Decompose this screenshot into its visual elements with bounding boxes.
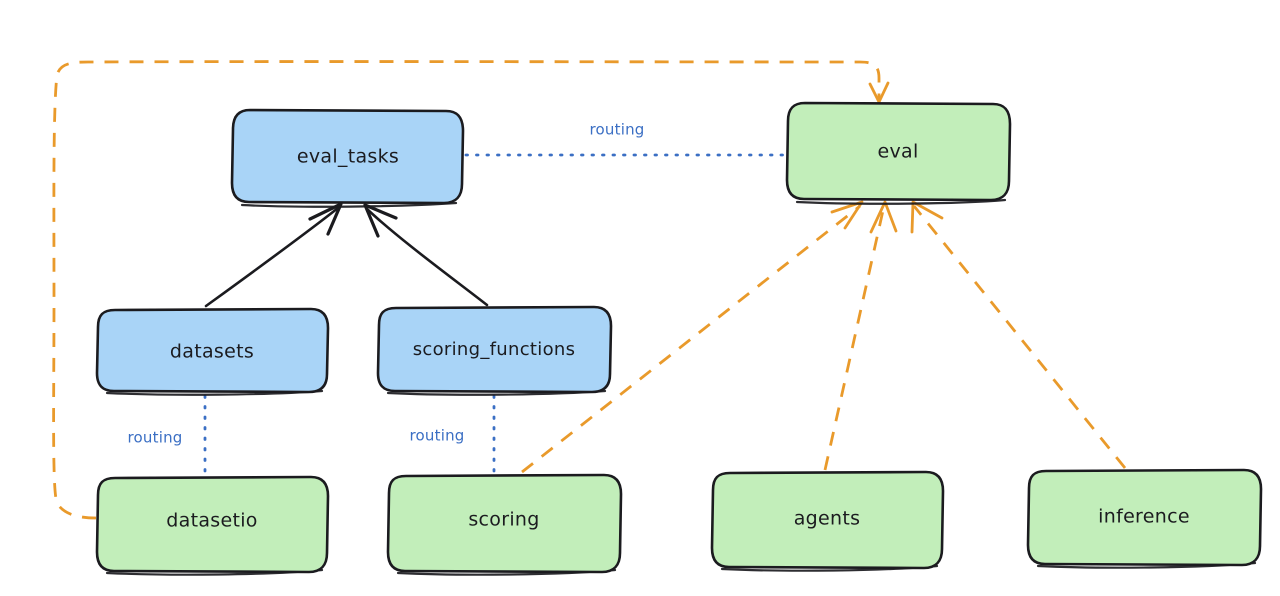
arrowhead-inference-eval xyxy=(910,200,944,234)
node-inference-box xyxy=(1026,468,1263,567)
node-scoring-functions-box xyxy=(376,305,613,394)
arrowhead-datasets-eval-tasks xyxy=(308,202,343,236)
edge-path-datasets-eval-tasks xyxy=(204,206,340,308)
node-datasetio-label: datasetio xyxy=(166,510,257,532)
edge-label-routing-datasets: routing xyxy=(128,429,183,447)
node-datasetio-box xyxy=(95,475,330,574)
node-scoring-label: scoring xyxy=(468,509,539,531)
edge-path-scoring-functions-eval-tasks xyxy=(365,207,489,307)
node-eval-tasks-shadow xyxy=(240,201,458,208)
node-scoring-functions-label: scoring_functions xyxy=(413,339,576,360)
edge-agents-eval xyxy=(823,200,898,471)
arrowhead-datasetio-eval xyxy=(868,81,890,104)
edge-datasets-eval-tasks xyxy=(204,202,343,308)
node-scoring[interactable]: scoring xyxy=(386,473,623,576)
node-agents[interactable]: agents xyxy=(710,470,945,572)
edge-datasetio-eval xyxy=(52,60,890,520)
node-eval-label: eval xyxy=(877,141,918,163)
arrowhead-scoring-functions-eval-tasks xyxy=(363,203,398,238)
node-eval-box xyxy=(785,101,1012,202)
edge-scoring-eval xyxy=(521,200,864,474)
node-agents-label: agents xyxy=(794,508,861,530)
node-group: eval_tasks eval datasets scoring_functio… xyxy=(95,101,1263,576)
edge-path-agents-eval xyxy=(823,205,886,471)
node-scoring-functions[interactable]: scoring_functions xyxy=(376,305,613,396)
node-datasets[interactable]: datasets xyxy=(95,307,330,396)
edge-inference-eval xyxy=(910,200,1127,469)
node-datasets-box xyxy=(95,307,330,394)
edge-label-routing-eval-tasks: routing xyxy=(590,121,645,139)
edge-group-routing xyxy=(203,153,786,476)
edge-label-routing-scoring-functions: routing xyxy=(410,427,465,445)
node-datasets-label: datasets xyxy=(170,341,254,363)
node-inference[interactable]: inference xyxy=(1026,468,1263,569)
node-eval-tasks[interactable]: eval_tasks xyxy=(230,108,465,208)
node-eval-tasks-box xyxy=(230,108,465,205)
edge-path-inference-eval xyxy=(912,205,1127,469)
node-eval[interactable]: eval xyxy=(785,101,1012,205)
edge-group-solid xyxy=(204,202,489,308)
node-inference-label: inference xyxy=(1098,506,1190,528)
edge-path-datasetio-eval xyxy=(52,60,881,520)
node-agents-box xyxy=(710,470,945,570)
edge-group-dependencies xyxy=(52,60,1127,520)
node-eval-tasks-label: eval_tasks xyxy=(297,146,399,168)
node-scoring-box xyxy=(386,473,623,574)
node-datasetio[interactable]: datasetio xyxy=(95,475,330,576)
arrowhead-agents-eval xyxy=(869,200,898,234)
edge-label-group: routing routing routing xyxy=(128,121,645,447)
node-eval-shadow xyxy=(795,198,1007,205)
edge-scoring-functions-eval-tasks xyxy=(363,203,489,307)
arrowhead-scoring-eval xyxy=(830,200,864,230)
edge-path-scoring-eval xyxy=(521,204,861,474)
